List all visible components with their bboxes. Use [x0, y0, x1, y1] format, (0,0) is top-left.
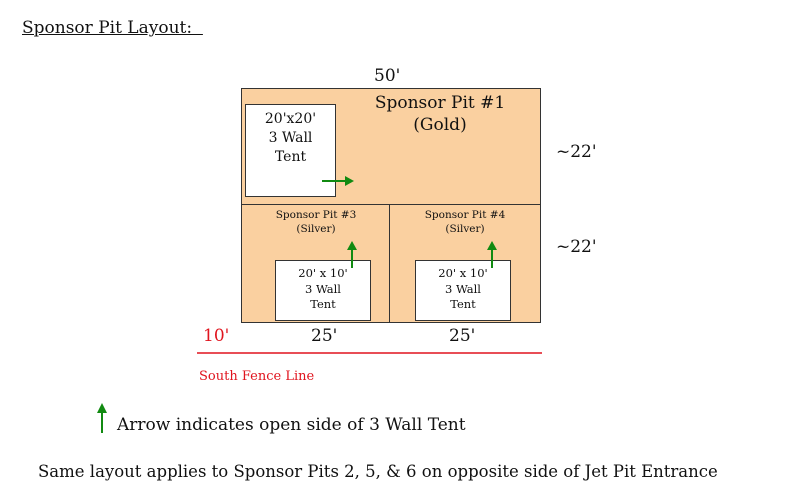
tent-pit-4: 20' x 10' 3 Wall Tent — [415, 260, 511, 321]
dimension-top-width: 50' — [374, 66, 401, 86]
dimension-left-setback: 10' — [203, 326, 230, 346]
tent-pit-3-size: 20' x 10' — [298, 266, 348, 280]
page-heading: Sponsor Pit Layout: — [22, 18, 203, 38]
tent-pit-4-label: Tent — [450, 297, 476, 312]
arrow-up-icon — [487, 241, 497, 268]
arrow-up-icon — [347, 241, 357, 268]
pit-3-tier: (Silver) — [296, 222, 336, 235]
tent-20x20: 20'x20' 3 Wall Tent — [245, 104, 336, 197]
legend-text: Arrow indicates open side of 3 Wall Tent — [117, 415, 466, 435]
tent-pit-3-label: Tent — [310, 297, 336, 312]
pit-1-title: Sponsor Pit #1 — [374, 93, 506, 113]
tent-pit-3: 20' x 10' 3 Wall Tent — [275, 260, 371, 321]
tent-pit-3-type: 3 Wall — [304, 281, 341, 296]
arrow-right-icon — [322, 176, 354, 186]
legend-arrow-up-icon — [97, 403, 107, 433]
pit-3-label: Sponsor Pit #3 (Silver) — [241, 209, 391, 236]
dimension-bottom-left: 25' — [311, 326, 338, 346]
pit-1-label: Sponsor Pit #1 (Gold) — [350, 92, 530, 136]
pit-3-title: Sponsor Pit #3 — [275, 209, 357, 221]
tent-20x20-label: Tent — [274, 148, 307, 165]
tent-20x20-size: 20'x20' — [264, 111, 317, 127]
dimension-right-lower: ~22' — [556, 237, 597, 257]
pit-4-tier: (Silver) — [445, 222, 485, 235]
dimension-right-upper: ~22' — [556, 142, 597, 162]
tent-pit-4-type: 3 Wall — [444, 281, 481, 296]
dimension-bottom-right: 25' — [449, 326, 476, 346]
footer-note: Same layout applies to Sponsor Pits 2, 5… — [38, 462, 718, 481]
pit-4-title: Sponsor Pit #4 — [424, 209, 506, 221]
pit-4-label: Sponsor Pit #4 (Silver) — [389, 209, 541, 236]
pit-1-tier: (Gold) — [413, 115, 467, 136]
tent-20x20-type: 3 Wall — [268, 129, 313, 146]
tent-pit-4-size: 20' x 10' — [438, 266, 488, 280]
fence-label: South Fence Line — [199, 369, 315, 384]
